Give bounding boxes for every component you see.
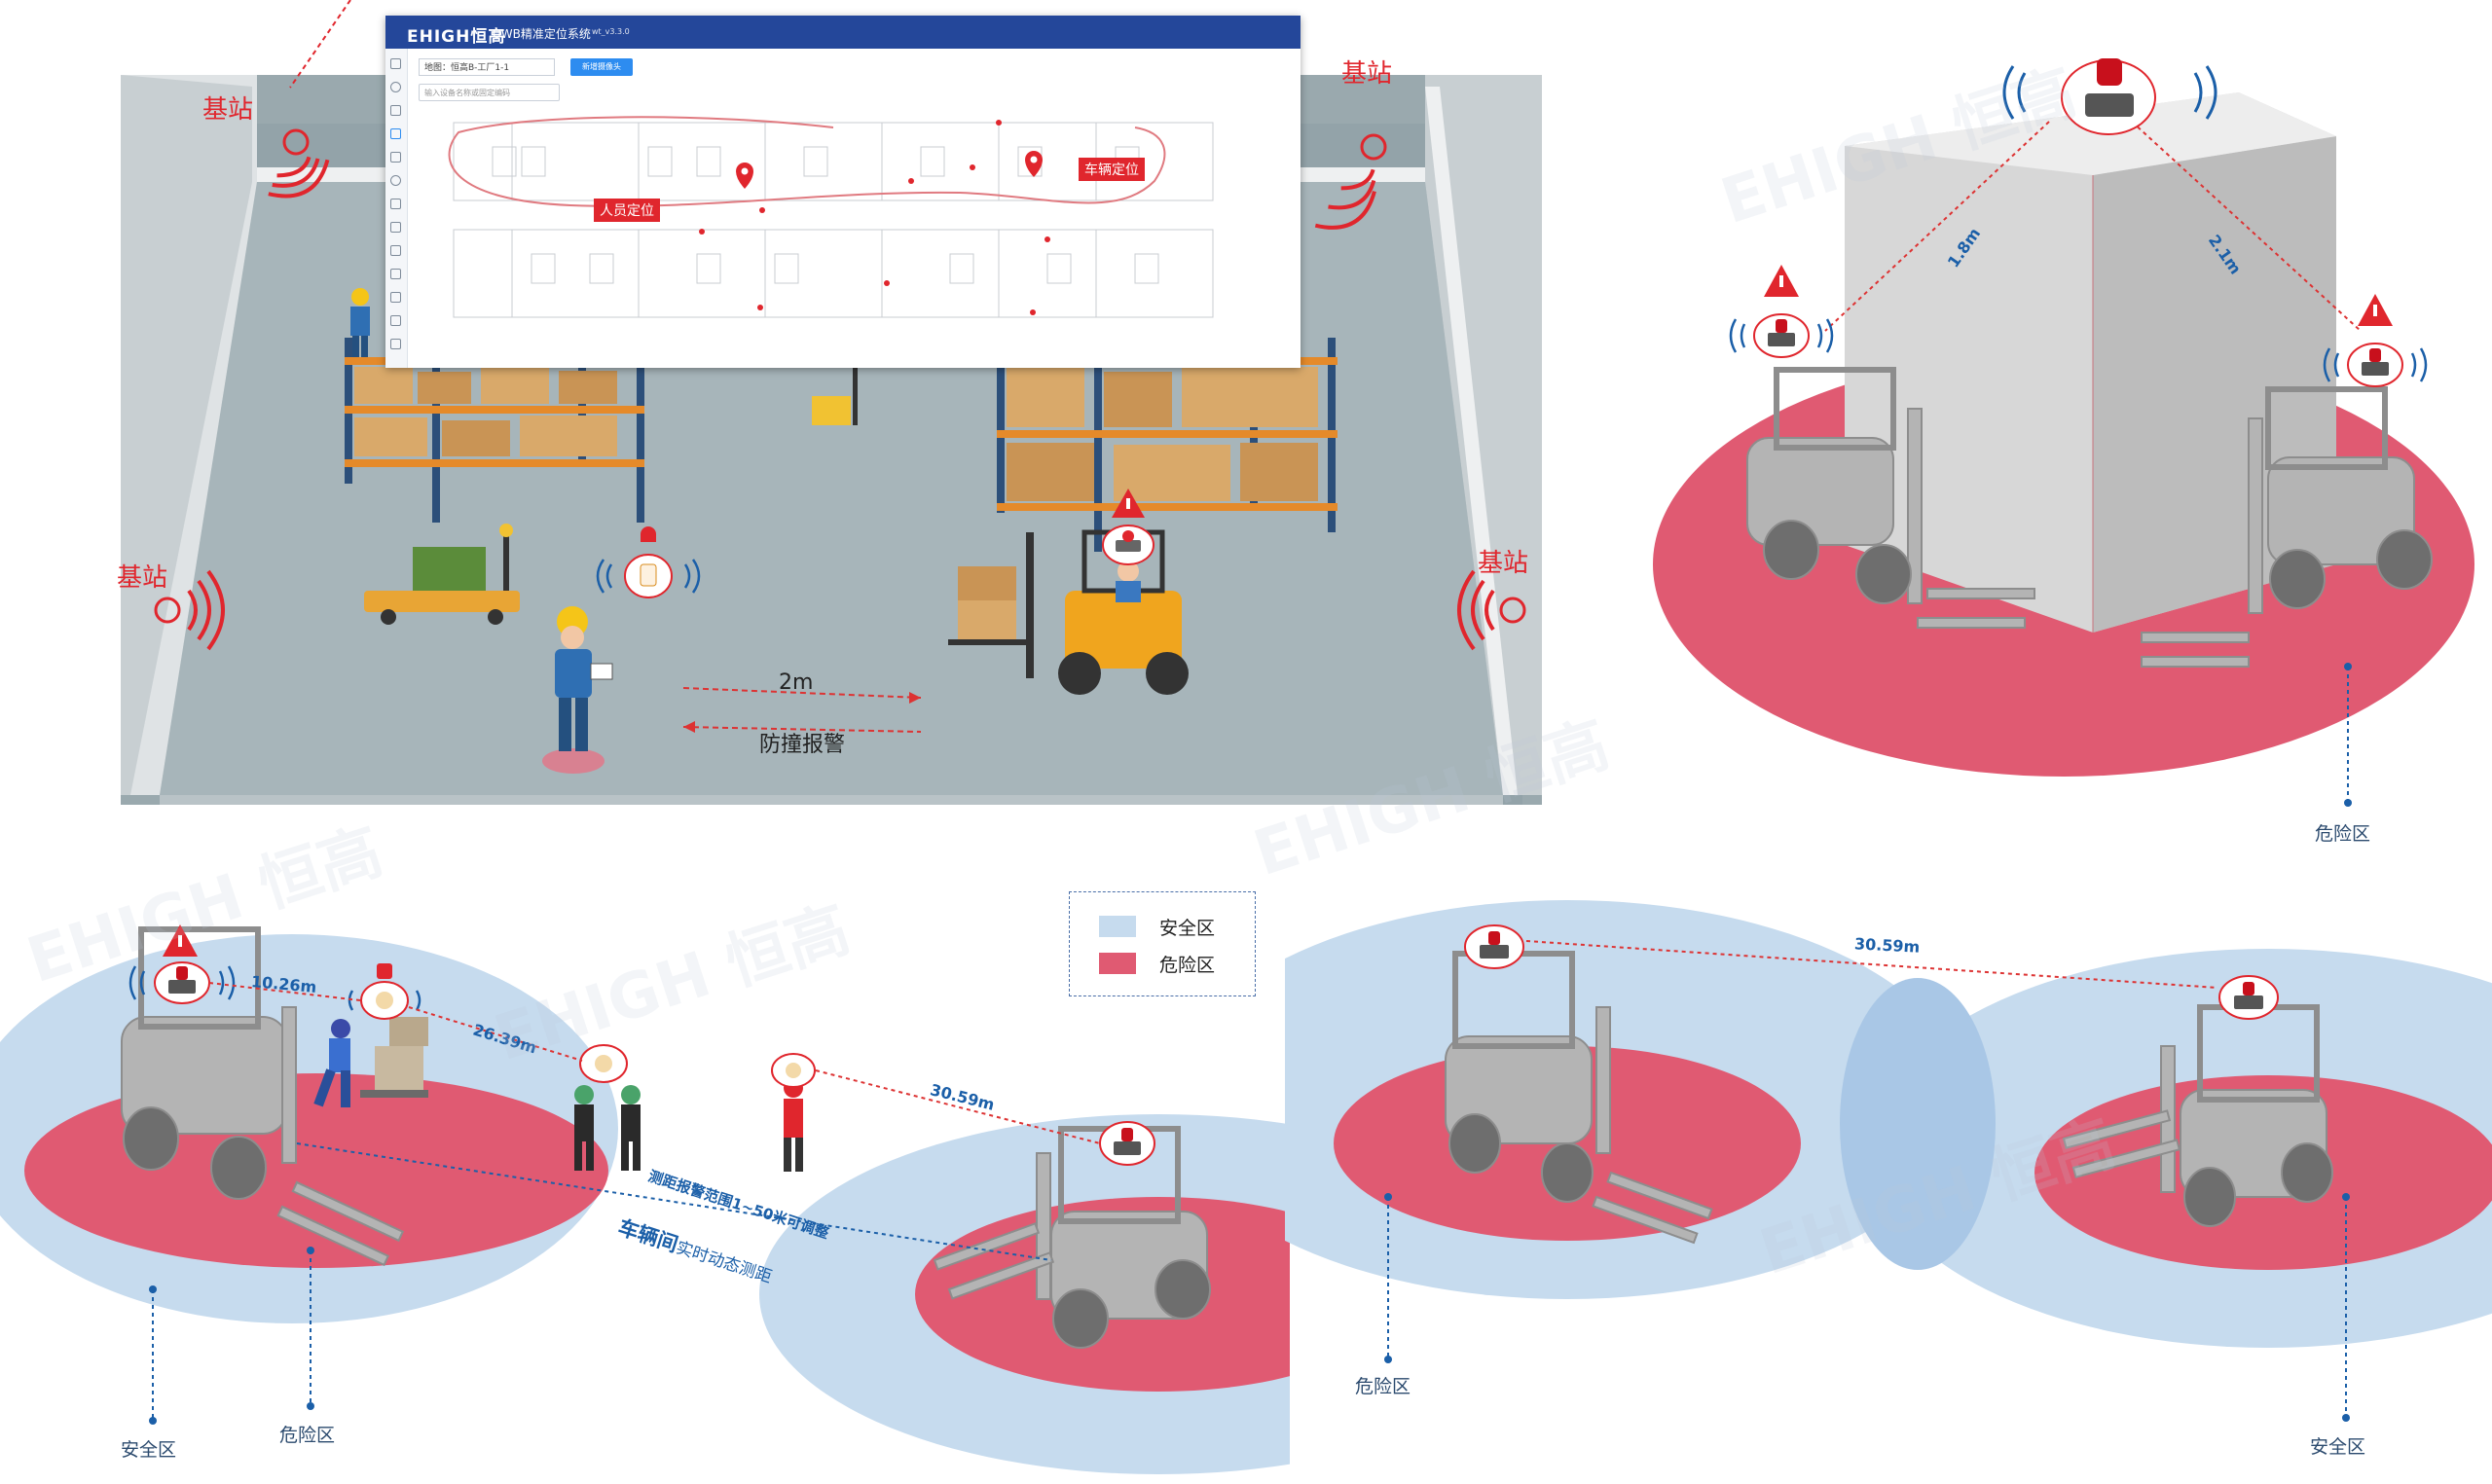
eye-icon[interactable] — [390, 82, 401, 92]
base-station-icon — [1457, 569, 1526, 651]
base-station-icon — [1314, 133, 1387, 230]
layers-icon[interactable] — [390, 315, 401, 326]
forklift-tag-icon — [1729, 265, 1834, 358]
vehicle-location-pin-icon[interactable] — [1025, 151, 1043, 177]
forklift-left — [1746, 367, 2035, 629]
worker-tag-icon — [579, 1044, 628, 1083]
safe-zone-label: 安全区 — [2310, 1436, 2366, 1458]
forklift-a — [121, 926, 405, 1267]
forklift-right — [2141, 386, 2433, 668]
floor-plan-map[interactable] — [415, 74, 1291, 366]
app-header: EHIGH恒高 UWB精准定位系统 wt_v3.3.0 — [385, 16, 1301, 49]
app-logo: EHIGH恒高 — [407, 27, 506, 47]
camera-icon[interactable] — [390, 128, 401, 139]
worker-pallet — [313, 1017, 428, 1107]
station-label: 基站 — [202, 95, 254, 125]
workers-pair — [574, 1085, 641, 1171]
safe-zone-label: 安全区 — [121, 1439, 177, 1461]
worker-tag-icon — [596, 526, 701, 598]
alarm-icon[interactable] — [390, 175, 401, 186]
calendar-icon[interactable] — [390, 245, 401, 256]
scale-cart — [364, 524, 520, 625]
person-location-pin-icon[interactable] — [736, 163, 753, 189]
distance-label: 30.59m — [1853, 934, 1921, 957]
multi-target-diagram — [0, 924, 1290, 1474]
legend-danger-label: 危险区 — [1159, 955, 1216, 976]
map-select[interactable]: 地图：恒高B-工厂1-1 — [419, 58, 555, 76]
worker-red — [784, 1078, 803, 1172]
pallet-stacker — [812, 396, 851, 425]
pillar-tag-icon — [2002, 58, 2217, 135]
forklift-tag-icon — [1102, 489, 1154, 565]
safe-zone-swatch — [1099, 916, 1136, 937]
forklift-yellow — [948, 529, 1189, 695]
danger-zone-label: 危险区 — [2315, 823, 2371, 845]
vehicle-location-tag[interactable]: 车辆定位 — [1079, 158, 1145, 181]
forklift-tag-icon — [2323, 294, 2428, 387]
worker-tag-icon — [348, 963, 421, 1020]
station-label: 基站 — [1478, 549, 1529, 578]
danger-zone-label: 危险区 — [279, 1425, 336, 1446]
forklift-tag-icon — [2218, 975, 2279, 1020]
forklift-c — [1445, 951, 1713, 1245]
grid-icon[interactable] — [390, 339, 401, 349]
station-label: 基站 — [1341, 59, 1393, 89]
person-location-tag[interactable]: 人员定位 — [594, 199, 660, 222]
device-search-input[interactable]: 输入设备名称或固定编码 — [419, 84, 560, 101]
settings-icon[interactable] — [390, 199, 401, 209]
danger-zone-swatch — [1099, 953, 1136, 974]
pillar-diagram — [1653, 58, 2474, 807]
danger-zone-label: 危险区 — [1355, 1376, 1411, 1397]
zone-legend: 安全区 危险区 — [1069, 891, 1256, 996]
station-label: 基站 — [117, 563, 168, 593]
route-icon[interactable] — [390, 152, 401, 163]
legend-safe-label: 安全区 — [1159, 918, 1216, 939]
worker-on-shelf — [350, 288, 370, 357]
list-icon[interactable] — [390, 222, 401, 233]
app-sidebar — [385, 49, 408, 368]
chart-icon[interactable] — [390, 269, 401, 279]
worker-tag-icon — [771, 1053, 816, 1088]
worker-main — [555, 606, 613, 751]
map-icon[interactable] — [390, 105, 401, 116]
add-camera-button[interactable]: 新增摄像头 — [570, 58, 633, 76]
forklift-d — [2062, 1004, 2333, 1227]
app-version: wt_v3.3.0 — [592, 27, 630, 36]
two-vehicle-diagram — [1285, 900, 2492, 1422]
app-title: UWB精准定位系统 — [493, 27, 591, 41]
forklift-b — [933, 1126, 1211, 1349]
home-icon[interactable] — [390, 58, 401, 69]
alarm-label: 防撞报警 — [759, 733, 846, 757]
base-station-icon — [268, 128, 330, 199]
station-pointer-line — [289, 0, 351, 89]
uwb-app-window: EHIGH恒高 UWB精准定位系统 wt_v3.3.0 地图：恒高B-工厂1-1… — [385, 16, 1301, 368]
base-station-icon — [154, 569, 225, 651]
forklift-tag-icon — [1464, 924, 1524, 969]
distance-label: 2m — [779, 670, 814, 695]
forklift-tag-icon — [1099, 1121, 1155, 1166]
users-icon[interactable] — [390, 292, 401, 303]
